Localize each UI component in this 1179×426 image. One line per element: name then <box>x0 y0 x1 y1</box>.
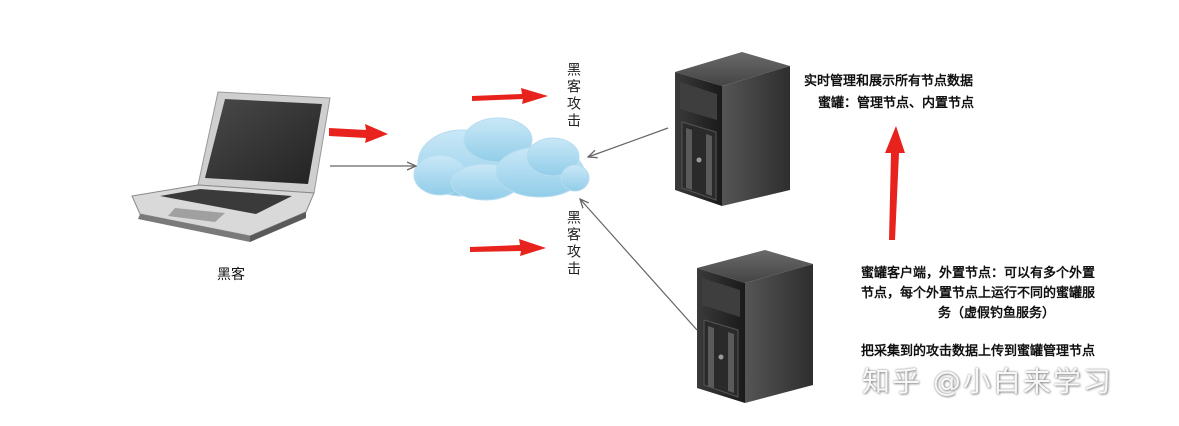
server1-to-cloud-line <box>588 127 669 157</box>
client-desc-line3: 务（虚假钓鱼服务） <box>938 306 1056 321</box>
client-desc-line4: 把采集到的攻击数据上传到蜜罐管理节点 <box>861 344 1096 359</box>
client-desc-line2: 节点，每个外置节点上运行不同的蜜罐服 <box>861 286 1096 301</box>
cloud-icon <box>413 117 590 201</box>
client-desc-line1: 蜜罐客户端，外置节点：可以有多个外置 <box>861 266 1096 281</box>
server-icon <box>675 52 790 206</box>
server-icon <box>697 250 813 403</box>
red-arrow-attack-bottom <box>470 239 546 256</box>
watermark: 知乎 @小白来学习 <box>862 365 1113 398</box>
attack-label-bottom: 黑客攻击 <box>565 210 581 278</box>
laptop-icon <box>131 91 331 242</box>
red-arrow-up <box>885 126 905 240</box>
red-arrow-attack-top <box>472 88 548 104</box>
hacker-label: 黑客 <box>217 267 245 283</box>
manager-desc-line1: 实时管理和展示所有节点数据 <box>804 74 974 89</box>
manager-desc-line2: 蜜罐：管理节点、内置节点 <box>818 96 975 111</box>
server2-to-cloud-line <box>580 199 698 331</box>
red-arrow-laptop <box>329 124 388 143</box>
attack-label-top: 黑客攻击 <box>565 62 581 130</box>
